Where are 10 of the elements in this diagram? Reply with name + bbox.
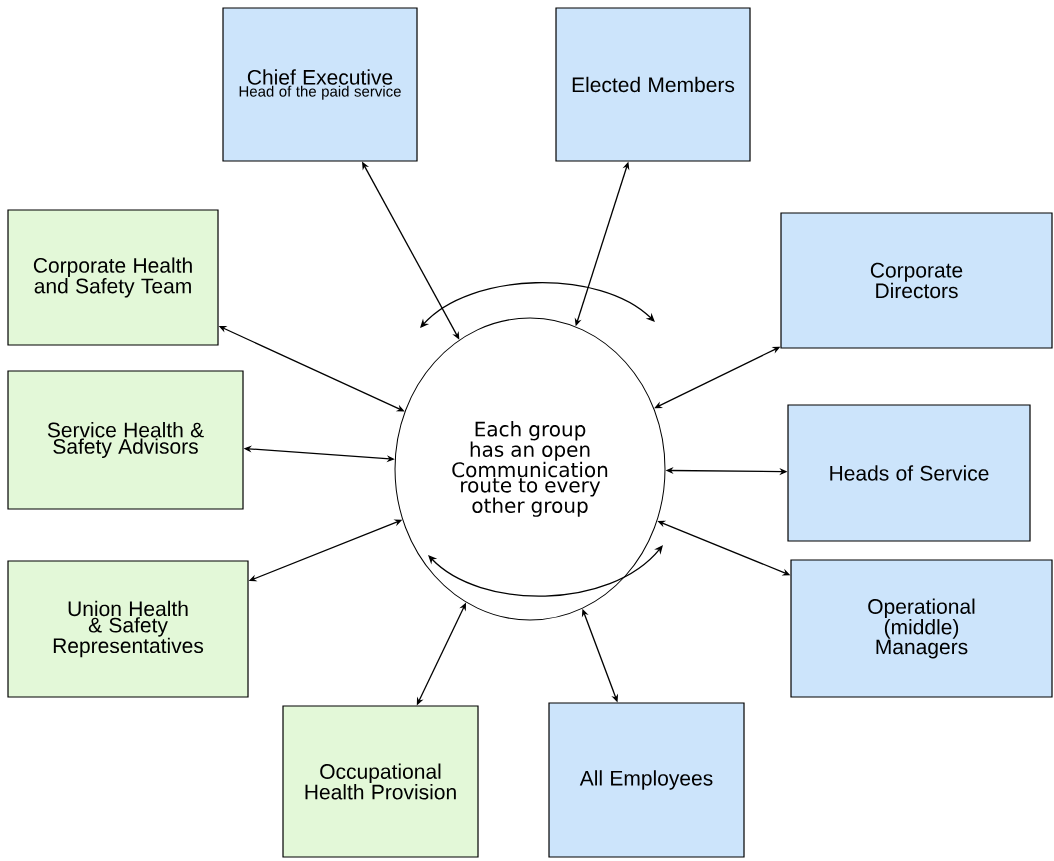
group-box: Service Health & Safety Advisors [7,370,244,510]
group-box: Elected Members [555,7,751,162]
group-box: Chief Executive Head of the paid service [222,7,418,162]
group-box: Corporate Health and Safety Team [7,209,219,346]
group-box: Heads of Service [787,404,1031,542]
group-box: Operational (middle) Managers [790,559,1053,698]
group-box: Union Health & Safety Representatives [7,560,249,698]
group-box: Occupational Health Provision [282,705,479,858]
group-box: Corporate Directors [780,212,1053,349]
group-box: All Employees [548,702,745,858]
